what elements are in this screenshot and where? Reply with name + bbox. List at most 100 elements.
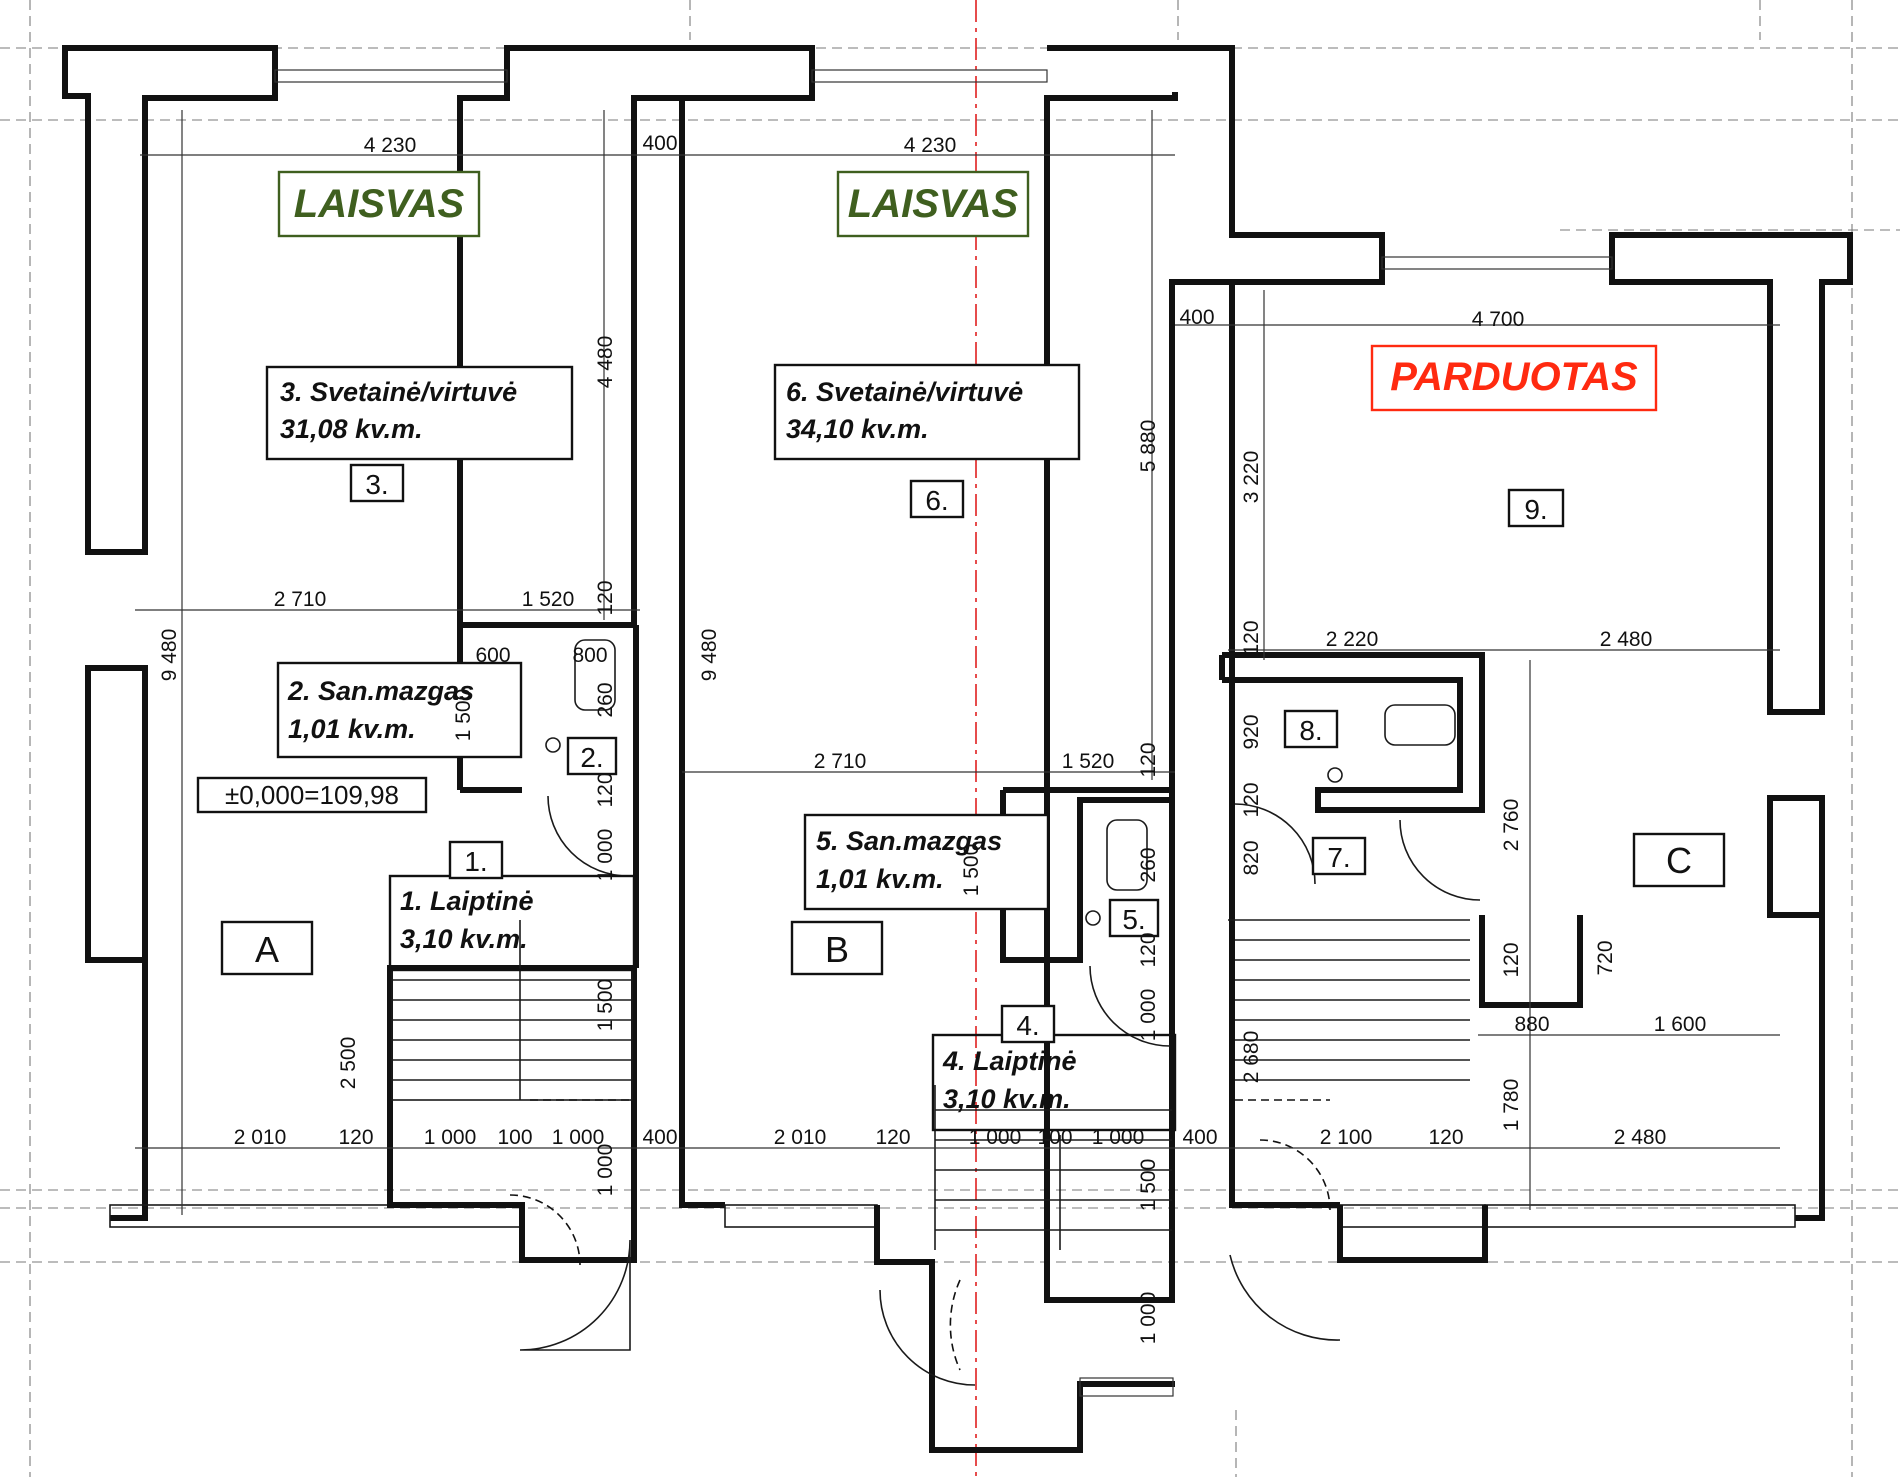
unit-letters: A B C [220, 832, 1726, 976]
dimension: 820 [1240, 840, 1263, 875]
dimension: 1 520 [522, 588, 575, 611]
dimension: 4 700 [1472, 308, 1525, 331]
dimension: 120 [1137, 742, 1160, 777]
room-label-stair-a: 1. Laiptinė 3,10 kv.m. [388, 874, 636, 972]
dimension: 2 480 [1614, 1126, 1667, 1149]
unit-letter: B [825, 929, 849, 970]
room-label-living-b: 6. Svetainė/virtuvė 34,10 kv.m. [773, 363, 1081, 461]
dimension: 400 [1179, 306, 1214, 329]
unit-c-status: PARDUOTAS [1370, 344, 1658, 412]
unit-a-status: LAISVAS [277, 170, 481, 238]
room-tag: 5. [1122, 904, 1145, 935]
dimension: 2 480 [1600, 628, 1653, 651]
dimension: 1 600 [1654, 1013, 1707, 1036]
dimension: 2 220 [1326, 628, 1379, 651]
dimension: 260 [1137, 847, 1160, 882]
dimension: 720 [1594, 940, 1617, 975]
dimension: 1 520 [1062, 750, 1115, 773]
status-label: LAISVAS [294, 182, 465, 226]
dimension: 920 [1240, 714, 1263, 749]
status-label: LAISVAS [848, 182, 1019, 226]
room-area: 34,10 kv.m. [786, 414, 929, 444]
toilet-icon [574, 639, 616, 711]
dimension: 1 000 [1137, 989, 1160, 1042]
dimension: 600 [475, 644, 510, 667]
room-name: 6. Svetainė/virtuvė [786, 377, 1023, 407]
elevation-text: ±0,000=109,98 [225, 780, 399, 810]
dimension: 1 000 [1092, 1126, 1145, 1149]
room-tag: 4. [1016, 1010, 1039, 1041]
dimension: 2 680 [1240, 1031, 1263, 1084]
dimension: 400 [642, 132, 677, 155]
room-tag: 6. [925, 485, 948, 516]
dimension: 260 [594, 682, 617, 717]
room-tags: 3. 6. 2. 5. 1. 4. 9. 8. 7. [349, 463, 1565, 1044]
dimension: 120 [338, 1126, 373, 1149]
room-tag: 7. [1327, 842, 1350, 873]
bathroom-fixtures [545, 639, 1456, 926]
room-area: 3,10 kv.m. [943, 1084, 1071, 1114]
room-area: 1,01 kv.m. [288, 714, 416, 744]
dimension: 2 100 [1320, 1126, 1373, 1149]
dimension: 120 [875, 1126, 910, 1149]
dimension: 1 000 [594, 1144, 617, 1197]
dimension: 120 [1137, 932, 1160, 967]
room-area: 31,08 kv.m. [280, 414, 423, 444]
dimension: 3 220 [1240, 451, 1263, 504]
elevation-note: ±0,000=109,98 [196, 776, 428, 814]
status-label: PARDUOTAS [1390, 355, 1638, 399]
sink-icon [545, 737, 561, 753]
dimension: 120 [1240, 620, 1263, 655]
dimension: 120 [1428, 1126, 1463, 1149]
dimension: 4 480 [594, 336, 617, 389]
dimension: 4 230 [904, 134, 957, 157]
room-name: 5. San.mazgas [816, 826, 1002, 856]
room-name: 1. Laiptinė [400, 886, 534, 916]
unit-letter: C [1666, 840, 1692, 881]
dimension: 1 500 [960, 844, 983, 897]
dimension: 1 500 [594, 979, 617, 1032]
dimension: 400 [642, 1126, 677, 1149]
room-label-stair-b: 4. Laiptinė 3,10 kv.m. [931, 1033, 1177, 1132]
dimension: 1 000 [1137, 1292, 1160, 1345]
dimension: 2 010 [234, 1126, 287, 1149]
dimension: 1 000 [969, 1126, 1022, 1149]
room-area: 1,01 kv.m. [816, 864, 944, 894]
stairs [391, 919, 1470, 1250]
dimension: 2 010 [774, 1126, 827, 1149]
dimension: 800 [572, 644, 607, 667]
room-name: 4. Laiptinė [942, 1046, 1077, 1076]
dimension: 1 000 [594, 829, 617, 882]
dimension: 2 760 [1500, 799, 1523, 852]
dimension: 1 780 [1500, 1079, 1523, 1132]
dimension-texts-vertical: 4 480 5 880 3 220 9 480 9 480 120 120 12… [158, 336, 1617, 1345]
dimension: 4 230 [364, 134, 417, 157]
dimension: 9 480 [698, 629, 721, 682]
sink-icon [1085, 910, 1101, 926]
dimension: 9 480 [158, 629, 181, 682]
dimension: 400 [1182, 1126, 1217, 1149]
room-tag: 8. [1299, 715, 1322, 746]
dimension: 100 [1037, 1126, 1072, 1149]
toilet-icon [1106, 819, 1148, 891]
room-tag: 1. [464, 846, 487, 877]
dimension: 1 000 [552, 1126, 605, 1149]
dimension: 1 000 [424, 1126, 477, 1149]
dimension-texts: 4 230 4 230 4 700 400 400 2 710 1 520 2 … [234, 132, 1707, 1149]
unit-b-status: LAISVAS [836, 170, 1030, 238]
room-label-bath-a: 2. San.mazgas 1,01 kv.m. [276, 661, 523, 759]
dimension: 2 500 [337, 1037, 360, 1090]
dimension: 120 [594, 580, 617, 615]
room-tag: 9. [1524, 494, 1547, 525]
room-label-bath-b: 5. San.mazgas 1,01 kv.m. [803, 813, 1050, 911]
room-tag: 2. [580, 742, 603, 773]
dimension: 100 [497, 1126, 532, 1149]
room-label-living-a: 3. Svetainė/virtuvė 31,08 kv.m. [265, 365, 574, 461]
dimension: 1 500 [452, 689, 475, 742]
dimension: 120 [1240, 782, 1263, 817]
room-name: 3. Svetainė/virtuvė [280, 377, 517, 407]
unit-letter: A [255, 929, 279, 970]
door-swings [509, 795, 1481, 1386]
dimension: 120 [1500, 942, 1523, 977]
dimension-lines [135, 110, 1780, 1215]
